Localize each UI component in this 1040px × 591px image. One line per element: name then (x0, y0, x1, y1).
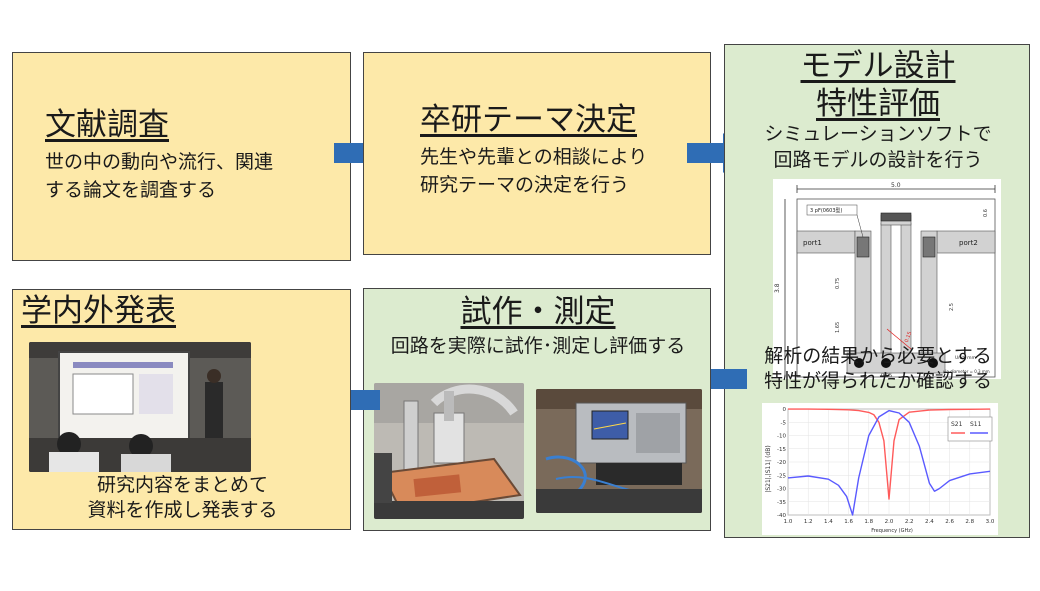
chart-x-tick-label: 2.8 (965, 519, 974, 525)
presentation-photo (29, 342, 251, 472)
chart-y-tick-label: -5 (781, 420, 787, 426)
chart-x-tick-label: 1.6 (844, 519, 853, 525)
design-title-line2: 特性評価 (816, 86, 940, 122)
chart-y-tick-label: -30 (777, 487, 786, 493)
circuit-layout-diagram: 5.0 3.8 port1 port2 3 pF(0603型) 0.75 1.6… (773, 179, 1001, 379)
chart-x-tick-label: 2.4 (925, 519, 934, 525)
prototype-description: 回路を実際に試作･測定し評価する (390, 335, 686, 357)
chart-legend (947, 416, 993, 442)
legend-s21-label: S21 (951, 421, 963, 428)
design-desc-line1: シミュレーションソフトで (764, 123, 992, 145)
chart-y-tick-label: -10 (777, 434, 786, 440)
milling-machine-photo (374, 383, 524, 519)
dim-25-label: 2.5 (949, 303, 955, 311)
series-line-s11 (787, 409, 991, 516)
design-desc2-line2: 特性が得られたか確認する (763, 370, 992, 393)
prototype-title: 試作・測定 (460, 294, 616, 330)
unit-label: Unit: mm (955, 355, 976, 361)
presentation-description: 研究内容をまとめて 資料を作成し発表する (13, 473, 352, 522)
step-presentation-box: 学内外発表 研究内容をまとめて 資料を作成し発表する (12, 289, 351, 530)
survey-title: 文献調査 (45, 107, 169, 143)
theme-title: 卒研テーマ決定 (420, 102, 637, 138)
chart-x-tick-label: 1.0 (784, 519, 793, 525)
port2-label: port2 (959, 239, 978, 247)
dim-075-label: 0.75 (835, 278, 841, 289)
network-analyzer-photo (536, 389, 702, 513)
chart-y-tick-label: -15 (777, 447, 786, 453)
design-desc2-line1: 解析の結果から必要とする (764, 345, 992, 367)
chart-y-axis-label: |S21|,|S11| (dB) (765, 445, 772, 492)
chart-x-tick-label: 3.0 (986, 519, 995, 525)
dim-height-label: 3.8 (774, 283, 781, 293)
chart-y-tick-label: -25 (777, 473, 786, 479)
sparam-chart: 1.0 1.2 1.4 1.6 1.8 2.0 2.2 2.4 2.6 2.8 3.0 0 -5 -10 -… (762, 403, 998, 535)
step-survey-box: 文献調査 世の中の動向や流行、関連 する論文を調査する (12, 52, 351, 261)
chart-y-tick-label: -35 (777, 500, 786, 506)
chart-x-tick-label: 2.2 (905, 519, 914, 525)
survey-desc-line1: 世の中の動向や流行、関連 (45, 151, 274, 173)
dim-165-label: 1.65 (835, 322, 841, 333)
chart-x-tick-label: 1.2 (804, 519, 813, 525)
via-label: via diameter = 0.3 mm (943, 369, 990, 374)
design-title-line1: モデル設計 (800, 48, 956, 84)
design-description: シミュレーションソフトで 回路モデルの設計を行う (725, 121, 1031, 173)
port1-label: port1 (803, 239, 822, 247)
chart-x-axis-label: Frequency (GHz) (871, 528, 913, 534)
chart-y-tick-label: -20 (777, 460, 786, 466)
presentation-desc-line2: 資料を作成し発表する (87, 498, 278, 521)
dim-06-label: 0.6 (983, 209, 989, 217)
dim-width-label: 5.0 (891, 182, 901, 189)
theme-desc-line1: 先生や先輩との相談により (420, 146, 648, 168)
theme-desc-line2: 研究テーマの決定を行う (420, 173, 630, 196)
step-prototype-box: 試作・測定 回路を実際に試作･測定し評価する (363, 288, 711, 531)
presentation-desc-line1: 研究内容をまとめて (96, 474, 268, 496)
chart-y-tick-label: 0 (783, 407, 787, 413)
chart-y-tick-label: -40 (777, 513, 786, 519)
legend-s11-label: S11 (970, 421, 982, 428)
dim-005-label: 0.05 (881, 373, 892, 379)
chart-x-tick-label: 1.4 (824, 519, 833, 525)
design-desc-line2: 回路モデルの設計を行う (773, 149, 983, 172)
survey-desc-line2: する論文を調査する (45, 178, 217, 201)
series-line-s21 (788, 408, 991, 500)
step-theme-box: 卒研テーマ決定 先生や先輩との相談により 研究テーマの決定を行う (363, 52, 711, 255)
presentation-title: 学内外発表 (21, 293, 176, 329)
dim-015-label: 0.15 (904, 331, 913, 344)
survey-description: 世の中の動向や流行、関連 する論文を調査する (45, 149, 273, 204)
capacitor-label: 3 pF(0603型) (810, 207, 842, 214)
chart-x-tick-label: 1.8 (864, 519, 873, 525)
step-design-box: モデル設計 特性評価 シミュレーションソフトで 回路モデルの設計を行う 5.0 … (724, 44, 1030, 538)
theme-description: 先生や先輩との相談により 研究テーマの決定を行う (420, 144, 647, 199)
design-description-2: 解析の結果から必要とする 特性が得られたか確認する (725, 344, 1031, 394)
chart-x-tick-label: 2.6 (945, 519, 954, 525)
chart-x-tick-label: 2.0 (885, 519, 894, 525)
